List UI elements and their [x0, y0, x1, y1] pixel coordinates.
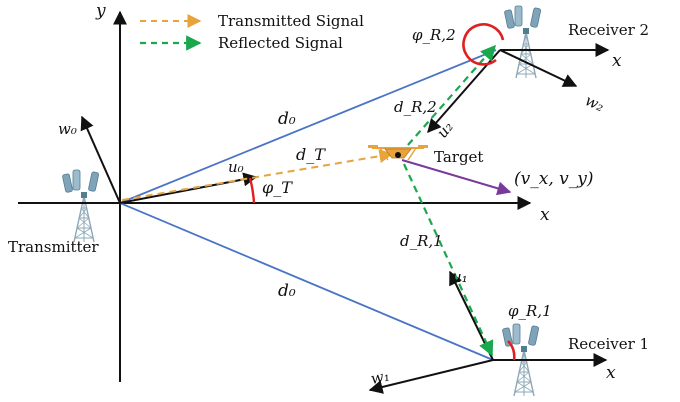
- phi-r2-arc: [462, 23, 505, 66]
- target-drone-icon: [368, 145, 428, 161]
- u0-vector: [119, 172, 258, 204]
- w1-label: w₁: [369, 366, 391, 388]
- w2-vector: [499, 49, 578, 87]
- w1-vector: [368, 359, 494, 394]
- transmitted-signal-path: [121, 149, 394, 201]
- dR2-label: d_R,2: [394, 98, 437, 116]
- baseline-tx-r2: [119, 49, 497, 204]
- reflected-signal-to-r1: [403, 163, 494, 357]
- transmitter-label: Transmitter: [8, 238, 99, 256]
- receiver1-x-label: x: [606, 363, 616, 383]
- dT-label: d_T: [296, 145, 326, 164]
- transmitter-tower-icon: [61, 169, 100, 243]
- w0-label: w₀: [58, 120, 77, 138]
- d0-upper-label: d₀: [278, 109, 296, 129]
- velocity-vector: [401, 159, 512, 196]
- legend-reflected-label: Reflected Signal: [218, 34, 343, 52]
- phiR1-label: φ_R,1: [508, 302, 552, 320]
- receiver2-label: Receiver 2: [568, 21, 649, 39]
- y-axis-label: y: [95, 1, 106, 21]
- velocity-label: (v_x, v_y): [514, 169, 593, 189]
- dR1-label: d_R,1: [400, 232, 443, 250]
- phiT-label: φ_T: [262, 178, 293, 197]
- baseline-tx-r1: [119, 202, 494, 361]
- d0-lower-label: d₀: [278, 281, 296, 301]
- legend-transmitted-label: Transmitted Signal: [218, 12, 364, 30]
- receiver2-x-label: x: [612, 51, 622, 71]
- phi-r1-arc: [507, 340, 516, 361]
- w2-label: w₂: [582, 91, 607, 115]
- u0-label: u₀: [228, 158, 244, 176]
- u1-label: u₁: [452, 268, 468, 286]
- phiR2-label: φ_R,2: [412, 26, 456, 44]
- x-axis-label: x: [540, 205, 550, 225]
- target-label: Target: [434, 148, 483, 166]
- receiver1-label: Receiver 1: [568, 335, 649, 353]
- w0-vector: [80, 115, 121, 204]
- phi-t-arc: [248, 177, 256, 204]
- legend: Transmitted Signal Reflected Signal: [140, 12, 364, 52]
